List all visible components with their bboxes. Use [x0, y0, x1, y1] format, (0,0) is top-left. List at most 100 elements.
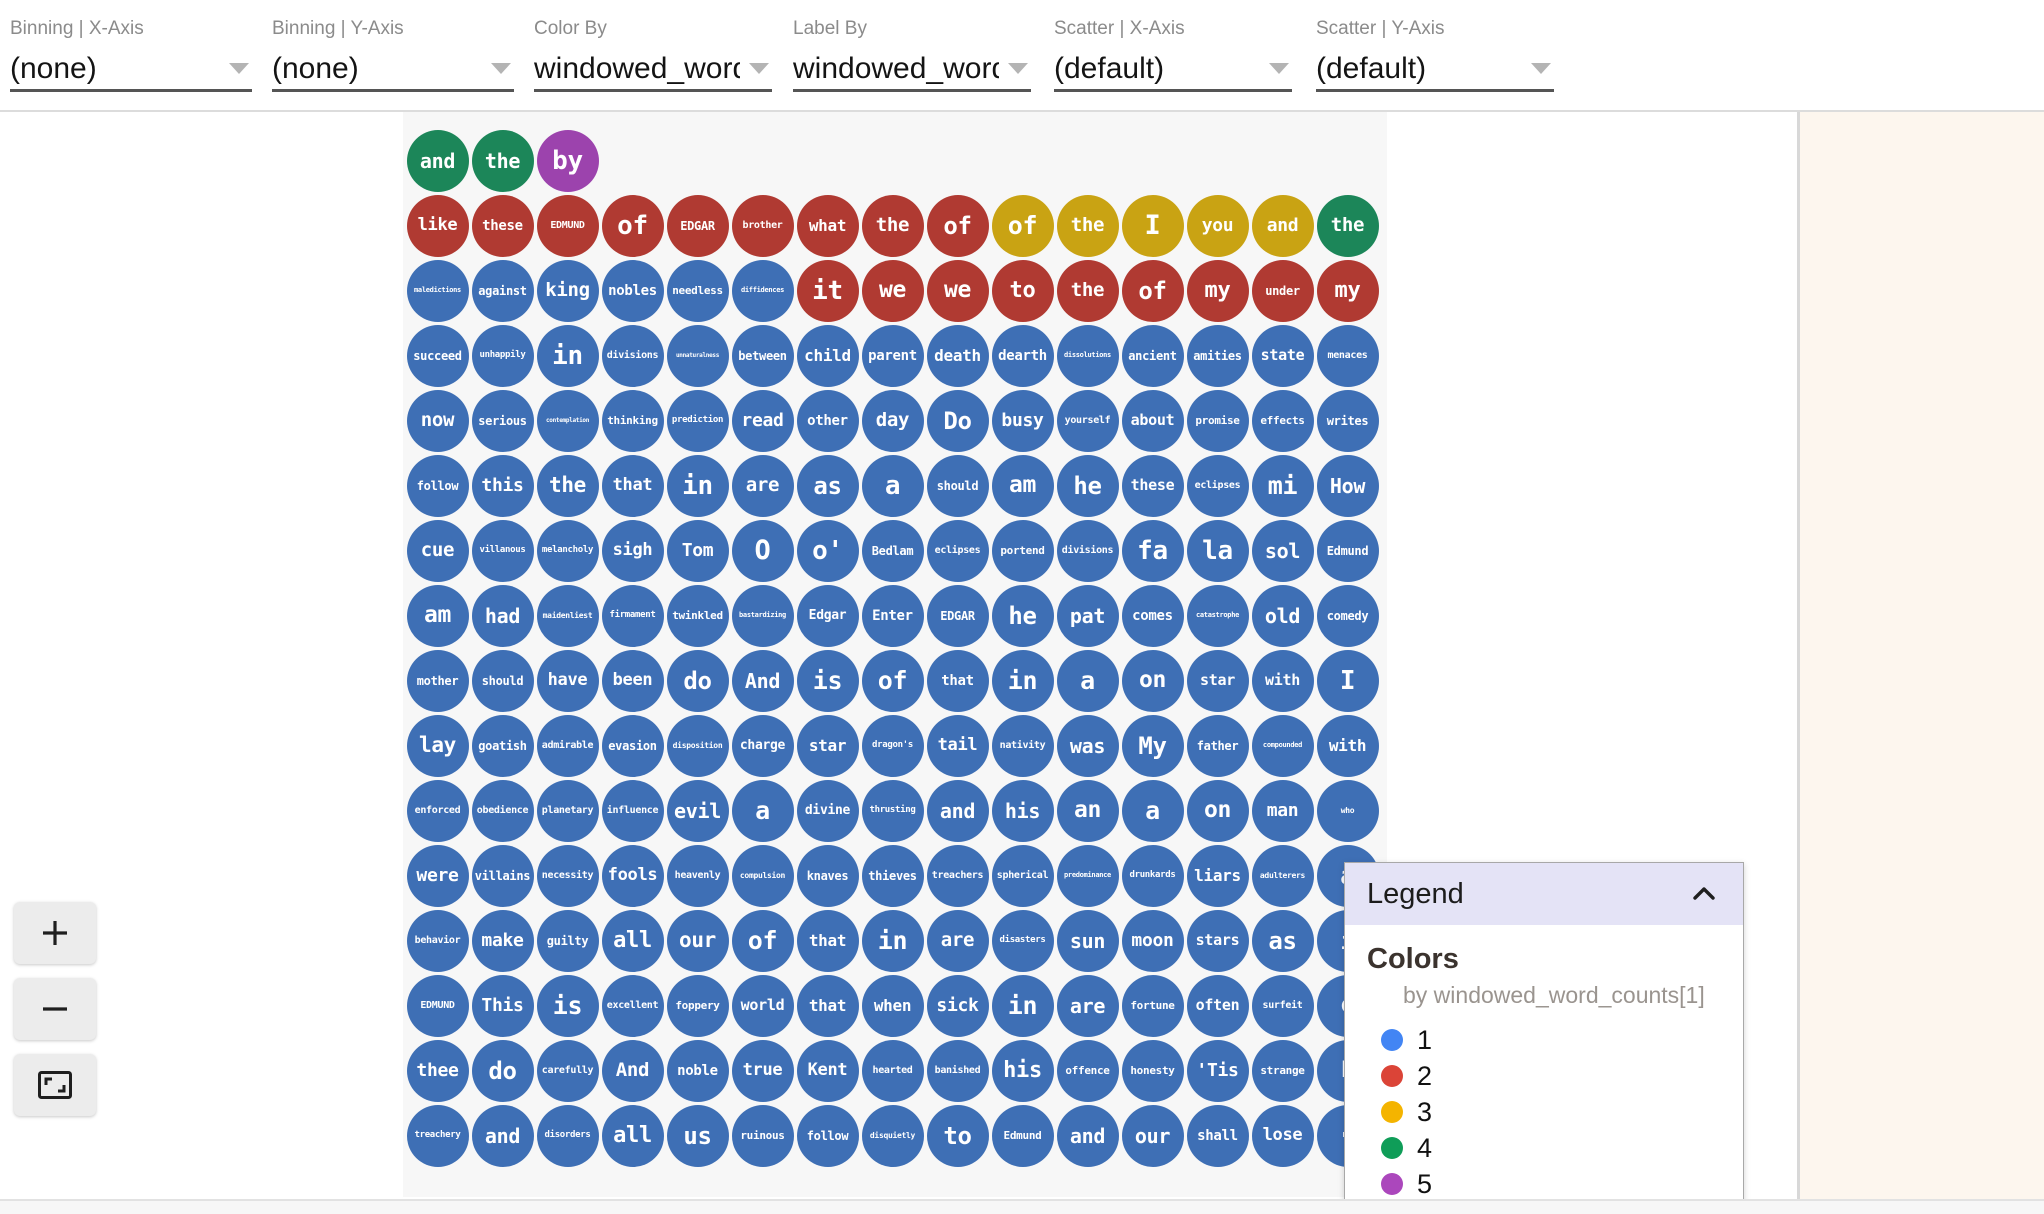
bubble-point[interactable]: we [861, 259, 924, 322]
bubble-point[interactable]: necessity [536, 844, 599, 907]
bubble-point[interactable]: our [1121, 1104, 1184, 1167]
bubble-point[interactable]: read [731, 389, 794, 452]
bubble-point[interactable]: influence [601, 779, 664, 842]
bubble-point[interactable]: other [796, 389, 859, 452]
bubble-point[interactable]: should [471, 649, 534, 712]
bubble-point[interactable]: disasters [991, 909, 1054, 972]
fit-view-button[interactable] [14, 1054, 96, 1116]
bubble-point[interactable]: the [536, 454, 599, 517]
bubble-point[interactable]: comedy [1316, 584, 1379, 647]
bubble-point[interactable]: do [666, 649, 729, 712]
bubble-point[interactable]: EDMUND [536, 194, 599, 257]
bubble-point[interactable]: villanous [471, 519, 534, 582]
bubble-point[interactable]: was [1056, 714, 1119, 777]
bubble-point[interactable]: a [731, 779, 794, 842]
bubble-point[interactable]: thrusting [861, 779, 924, 842]
bubble-point[interactable]: with [1251, 649, 1314, 712]
bubble-point[interactable]: what [796, 194, 859, 257]
bubble-point[interactable]: that [796, 909, 859, 972]
bubble-point[interactable]: am [991, 454, 1054, 517]
bubble-point[interactable]: honesty [1121, 1039, 1184, 1102]
legend-item[interactable]: 1 [1367, 1023, 1721, 1057]
bubble-point[interactable]: of [926, 194, 989, 257]
bubble-point[interactable]: Kent [796, 1039, 859, 1102]
bubble-point[interactable]: lose [1251, 1104, 1314, 1167]
bubble-point[interactable]: and [1056, 1104, 1119, 1167]
bubble-point[interactable]: who [1316, 779, 1379, 842]
bubble-point[interactable]: a [861, 454, 924, 517]
bubble-point[interactable]: This [471, 974, 534, 1037]
bubble-point[interactable]: sol [1251, 519, 1314, 582]
bubble-point[interactable]: he [991, 584, 1054, 647]
bubble-point[interactable]: disposition [666, 714, 729, 777]
bubble-point[interactable]: nativity [991, 714, 1054, 777]
bubble-point[interactable]: cue [406, 519, 469, 582]
bubble-point[interactable]: prediction [666, 389, 729, 452]
bubble-point[interactable]: of [861, 649, 924, 712]
bubble-point[interactable]: by [536, 129, 599, 192]
bubble-point[interactable]: And [601, 1039, 664, 1102]
bubble-point[interactable]: sick [926, 974, 989, 1037]
bubble-point[interactable]: fa [1121, 519, 1184, 582]
bubble-point[interactable]: his [991, 1039, 1054, 1102]
scatter-x-axis-select[interactable]: (default) [1054, 48, 1292, 92]
bubble-point[interactable]: and [471, 1104, 534, 1167]
bubble-point[interactable]: about [1121, 389, 1184, 452]
bubble-point[interactable]: EDMUND [406, 974, 469, 1037]
bubble-point[interactable]: follow [406, 454, 469, 517]
bubble-point[interactable]: as [1251, 909, 1314, 972]
bubble-point[interactable]: yourself [1056, 389, 1119, 452]
bubble-point[interactable]: the [471, 129, 534, 192]
bubble-point[interactable]: now [406, 389, 469, 452]
bubble-point[interactable]: in [666, 454, 729, 517]
bubble-point[interactable]: la [1186, 519, 1249, 582]
bubble-point[interactable]: the [861, 194, 924, 257]
bubble-point[interactable]: villains [471, 844, 534, 907]
bubble-point[interactable]: Tom [666, 519, 729, 582]
bubble-point[interactable]: were [406, 844, 469, 907]
bubble-point[interactable]: when [861, 974, 924, 1037]
bubble-point[interactable]: effects [1251, 389, 1314, 452]
bubble-point[interactable]: charge [731, 714, 794, 777]
bubble-point[interactable]: portend [991, 519, 1054, 582]
bubble-point[interactable]: king [536, 259, 599, 322]
bubble-point[interactable]: melancholy [536, 519, 599, 582]
bubble-point[interactable]: diffidences [731, 259, 794, 322]
bubble-point[interactable]: and [926, 779, 989, 842]
bubble-point[interactable]: unnaturalness [666, 324, 729, 387]
bubble-point[interactable]: are [926, 909, 989, 972]
bubble-point[interactable]: day [861, 389, 924, 452]
bubble-point[interactable]: is [536, 974, 599, 1037]
bubble-point[interactable]: My [1121, 714, 1184, 777]
bubble-point[interactable]: as [796, 454, 859, 517]
legend-item[interactable]: 5 [1367, 1167, 1721, 1199]
bubble-point[interactable]: am [406, 584, 469, 647]
bubble-point[interactable]: disorders [536, 1104, 599, 1167]
chevron-up-icon[interactable] [1687, 877, 1721, 911]
bubble-point[interactable]: carefully [536, 1039, 599, 1102]
bubble-point[interactable]: our [666, 909, 729, 972]
zoom-out-button[interactable] [14, 978, 96, 1040]
bubble-point[interactable]: enforced [406, 779, 469, 842]
bubble-point[interactable]: writes [1316, 389, 1379, 452]
bubble-point[interactable]: planetary [536, 779, 599, 842]
bubble-point[interactable]: catastrophe [1186, 584, 1249, 647]
legend-item[interactable]: 4 [1367, 1131, 1721, 1165]
bubble-point[interactable]: dissolutions [1056, 324, 1119, 387]
bubble-point[interactable]: obedience [471, 779, 534, 842]
bubble-point[interactable]: needless [666, 259, 729, 322]
bubble-point[interactable]: firmament [601, 584, 664, 647]
bubble-point[interactable]: against [471, 259, 534, 322]
bubble-point[interactable]: man [1251, 779, 1314, 842]
binning-x-axis-select[interactable]: (none) [10, 48, 252, 92]
bubble-point[interactable]: stars [1186, 909, 1249, 972]
bubble-point[interactable]: fortune [1121, 974, 1184, 1037]
bubble-point[interactable]: knaves [796, 844, 859, 907]
bubble-point[interactable]: dearth [991, 324, 1054, 387]
bubble-point[interactable]: mi [1251, 454, 1314, 517]
bubble-point[interactable]: it [796, 259, 859, 322]
bubble-point[interactable]: thee [406, 1039, 469, 1102]
chevron-down-icon[interactable] [1005, 56, 1031, 82]
bubble-point[interactable]: Edgar [796, 584, 859, 647]
